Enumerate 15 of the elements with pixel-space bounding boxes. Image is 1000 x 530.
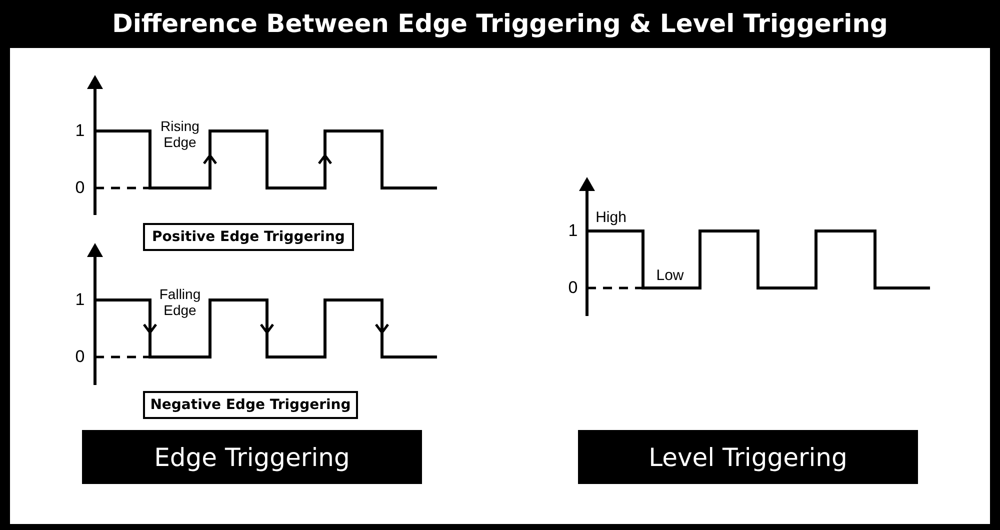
axis-value: 0 [74, 179, 86, 197]
axis-value: 1 [567, 222, 579, 240]
level-label: High [594, 209, 628, 227]
transition-label: Rising Edge [160, 118, 200, 150]
axis-value: 1 [74, 291, 86, 309]
caption-box: Positive Edge Triggering [143, 223, 354, 251]
level-label: Low [655, 267, 685, 285]
axis-value: 0 [567, 279, 579, 297]
transition-label: Falling Edge [158, 286, 202, 318]
title: Difference Between Edge Triggering & Level Triggering [111, 8, 889, 40]
title-banner: Level Triggering [578, 430, 918, 484]
title-banner: Edge Triggering [82, 430, 422, 484]
axis-value: 0 [74, 348, 86, 366]
caption-box: Negative Edge Triggering [143, 391, 358, 419]
axis-value: 1 [74, 122, 86, 140]
